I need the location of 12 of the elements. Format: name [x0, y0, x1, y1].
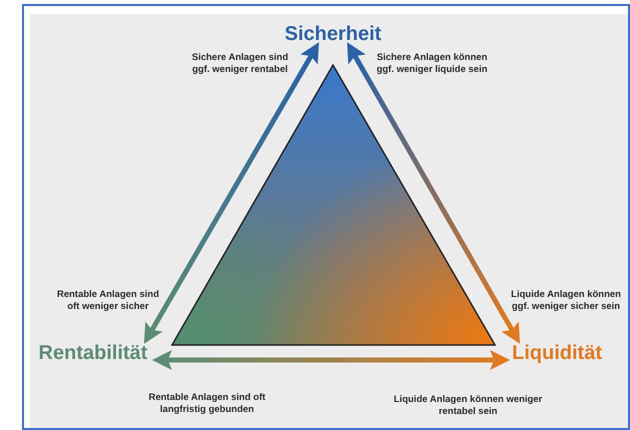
- annotation-text: Sichere Anlagen können ggf. weniger liquide sein: [376, 52, 488, 76]
- double-arrow: [144, 42, 320, 344]
- annotation-text: Rentable Anlagen sind oft langfristig gebunden: [148, 392, 266, 416]
- vertex-label: Sicherheit: [276, 20, 390, 48]
- vertex-label: Rentabilität: [30, 339, 156, 367]
- annotation-text: Sichere Anlagen sind ggf. weniger rentabel: [190, 52, 290, 76]
- double-arrow: [152, 350, 510, 370]
- vertex-label: Liquidität: [504, 339, 610, 367]
- annotation-text: Liquide Anlagen können weniger rentabel sein: [392, 394, 544, 418]
- annotation-text: Liquide Anlagen können ggf. weniger sicher sein: [510, 289, 622, 313]
- annotation-text: Rentable Anlagen sind oft weniger sicher: [56, 289, 160, 313]
- double-arrow: [347, 42, 520, 344]
